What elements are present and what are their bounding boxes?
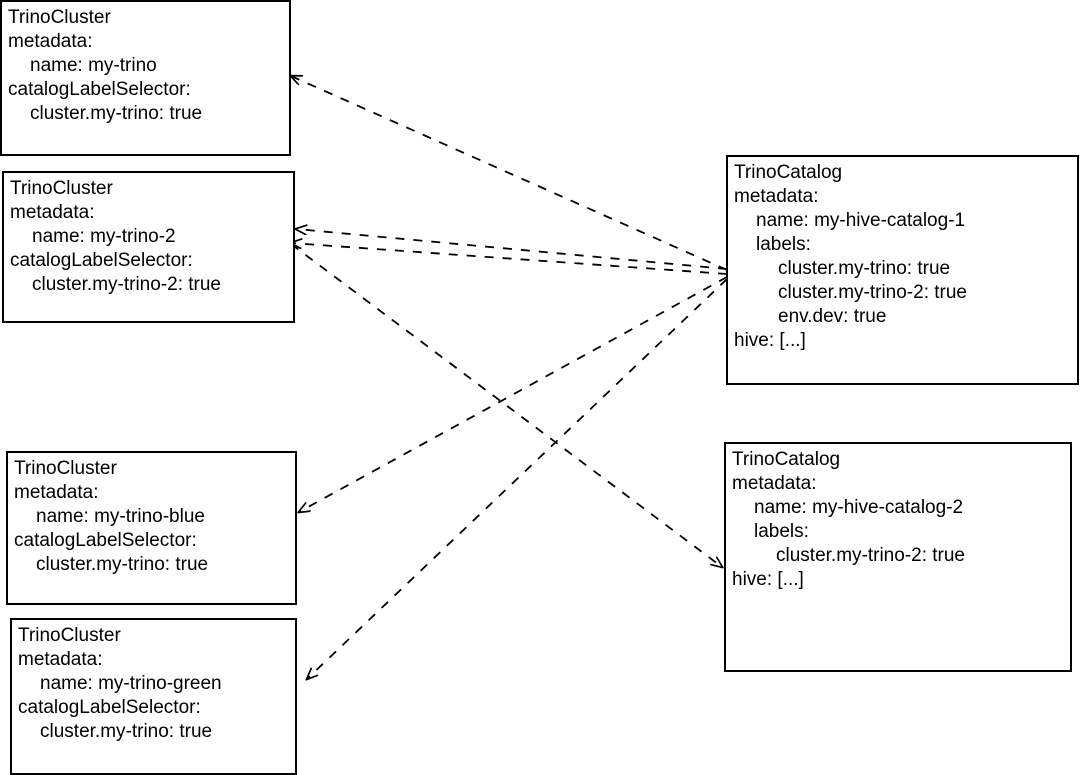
node-text-line: labels:: [754, 521, 809, 542]
node-text-line: cluster.my-trino-2: true: [32, 274, 221, 295]
node-text-line: cluster.my-trino-2: true: [776, 545, 965, 566]
edge-catalog1-to-cluster-my-trino-green: [307, 278, 728, 679]
edge-catalog1-to-cluster-my-trino: [291, 76, 728, 271]
node-cluster-my-trino-green: TrinoCluster metadata: name: my-trino-gree…: [10, 618, 297, 775]
node-cluster-my-trino: TrinoCluster metadata: name: my-trino catal…: [0, 0, 291, 156]
node-text-line: env.dev: true: [778, 306, 887, 327]
node-kind-label: TrinoCatalog: [732, 449, 841, 470]
node-kind-label: TrinoCluster: [14, 458, 117, 479]
edge-catalog1-to-cluster-my-trino-2-b: [291, 243, 728, 275]
node-text-line: metadata:: [18, 649, 103, 670]
node-text-line: metadata:: [732, 473, 817, 494]
node-text-line: cluster.my-trino: true: [778, 258, 951, 279]
node-text-line: metadata:: [10, 202, 95, 223]
node-text-line: catalogLabelSelector:: [8, 79, 191, 100]
node-text-line: catalogLabelSelector:: [14, 530, 197, 551]
node-kind-label: TrinoCluster: [10, 178, 113, 199]
node-kind-label: TrinoCluster: [8, 7, 111, 28]
node-text-line: cluster.my-trino: true: [36, 554, 209, 575]
node-text-line: labels:: [756, 234, 811, 255]
node-text-line: name: my-hive-catalog-2: [754, 497, 964, 518]
node-text-line: name: my-hive-catalog-1: [756, 210, 966, 231]
node-kind-label: TrinoCluster: [18, 625, 121, 646]
node-text-line: cluster.my-trino: true: [30, 103, 203, 124]
node-kind-label: TrinoCatalog: [734, 162, 843, 183]
node-catalog-my-hive-catalog-1: TrinoCatalog metadata: name: my-hive-catal…: [726, 155, 1079, 385]
node-text-line: hive: [...]: [734, 330, 806, 351]
node-text-line: metadata:: [14, 482, 99, 503]
node-catalog-my-hive-catalog-2: TrinoCatalog metadata: name: my-hive-catal…: [724, 442, 1072, 672]
node-text-line: cluster.my-trino: true: [40, 721, 213, 742]
node-text-line: catalogLabelSelector:: [10, 250, 193, 271]
node-cluster-my-trino-blue: TrinoCluster metadata: name: my-trino-blue…: [6, 451, 297, 605]
edge-catalog1-to-cluster-my-trino-2-a: [296, 229, 728, 270]
node-cluster-my-trino-2: TrinoCluster metadata: name: my-trino-2 cat…: [2, 171, 295, 323]
edge-catalog1-to-cluster-my-trino-blue: [299, 276, 728, 512]
node-text-line: name: my-trino: [30, 55, 157, 76]
node-text-line: name: my-trino-green: [40, 673, 222, 694]
node-text-line: catalogLabelSelector:: [18, 697, 201, 718]
node-text-line: name: my-trino-2: [32, 226, 176, 247]
node-text-line: metadata:: [734, 186, 819, 207]
node-text-line: cluster.my-trino-2: true: [778, 282, 967, 303]
node-text-line: name: my-trino-blue: [36, 506, 205, 527]
edge-catalog2-to-cluster-my-trino-2: [290, 243, 722, 567]
node-text-line: metadata:: [8, 31, 93, 52]
node-text-line: hive: [...]: [732, 569, 804, 590]
